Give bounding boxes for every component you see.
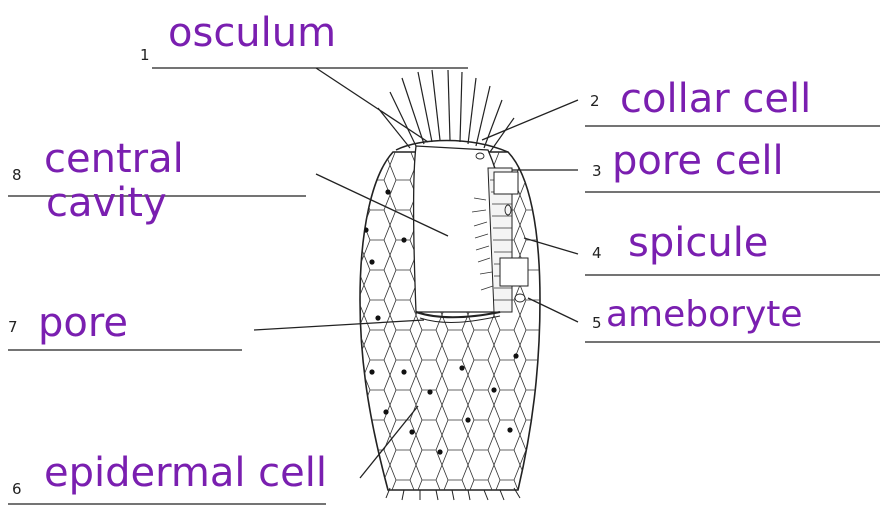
answer-4: spicule — [628, 220, 768, 266]
answer-8-line1: central — [44, 136, 184, 182]
sponge-body — [355, 70, 545, 500]
label-number-7: 7 — [8, 318, 18, 336]
label-number-2: 2 — [590, 92, 600, 110]
label-number-5: 5 — [592, 314, 602, 332]
label-number-1: 1 — [140, 46, 150, 64]
answer-7: pore — [38, 300, 128, 346]
answer-3: pore cell — [612, 138, 784, 184]
answer-6: epidermal cell — [44, 450, 327, 496]
answer-5: ameboryte — [606, 294, 803, 335]
answer-8-line2: cavity — [46, 180, 167, 226]
label-number-8: 8 — [12, 166, 22, 184]
label-number-6: 6 — [12, 480, 22, 498]
answer-1: osculum — [168, 10, 336, 56]
label-number-3: 3 — [592, 162, 602, 180]
answer-2: collar cell — [620, 76, 811, 122]
label-number-4: 4 — [592, 244, 602, 262]
